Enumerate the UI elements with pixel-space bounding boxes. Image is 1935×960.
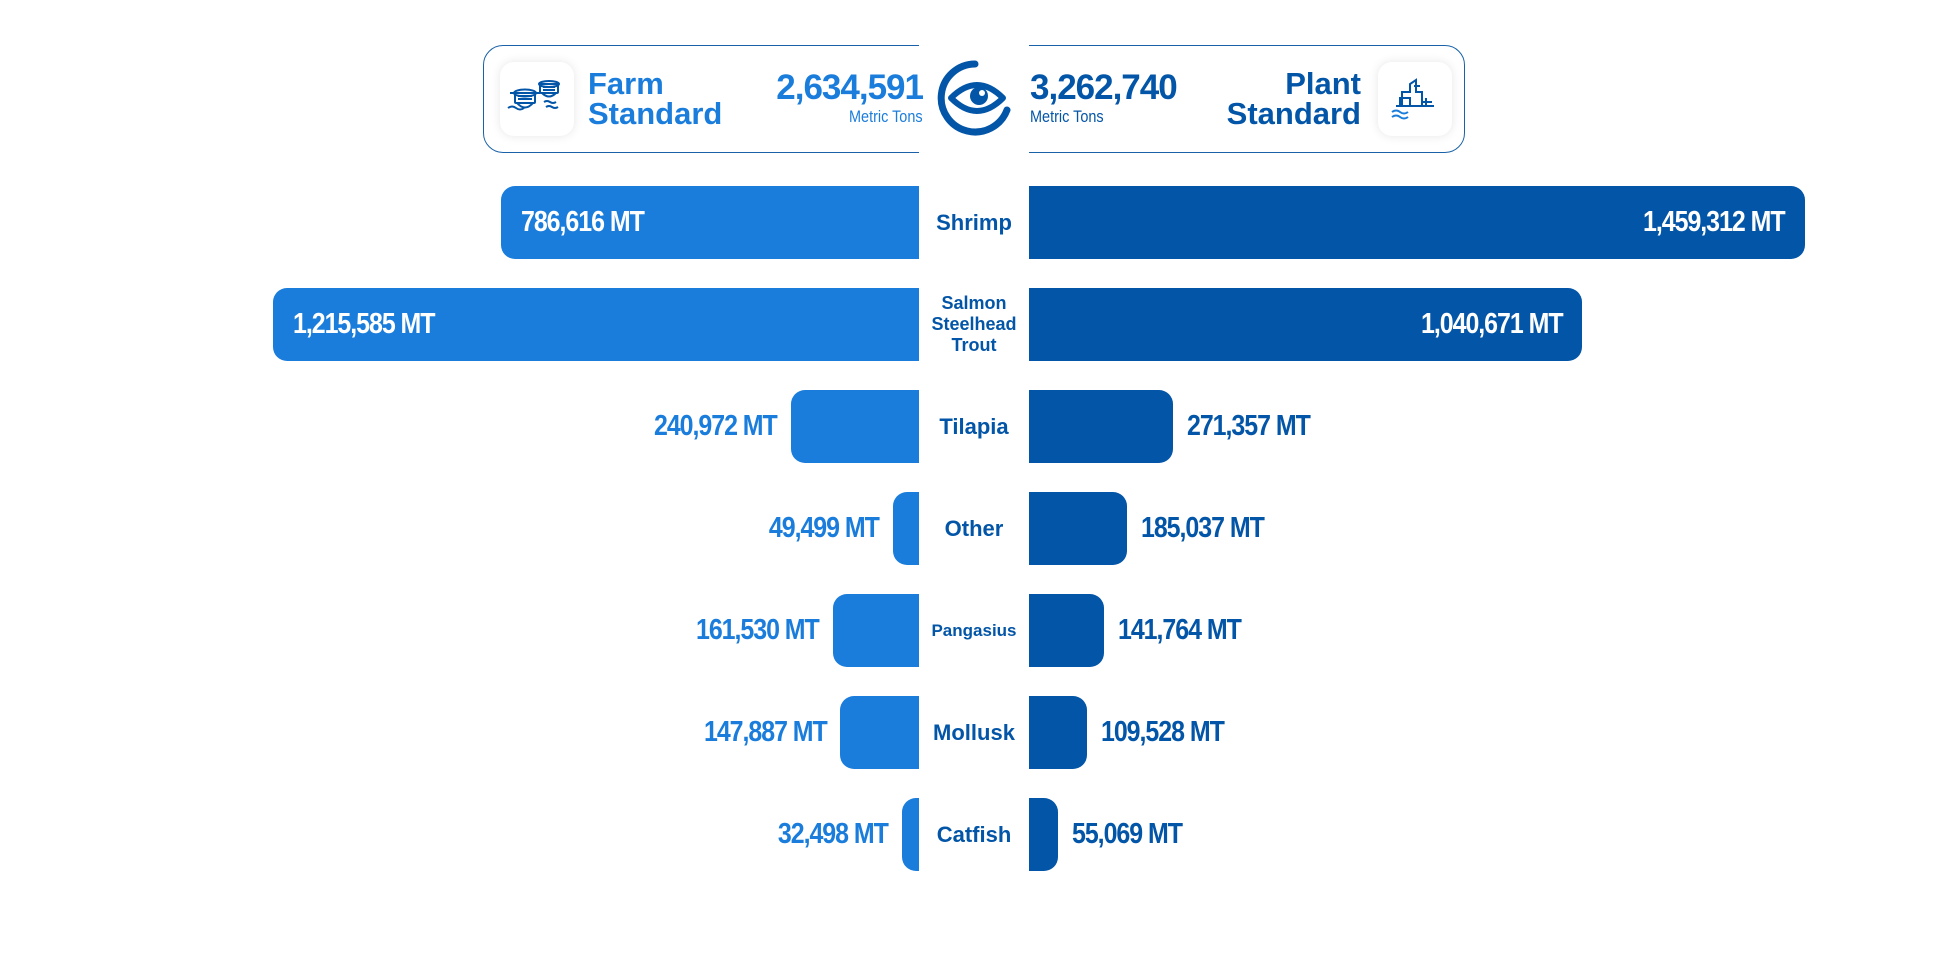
category-label: Catfish (918, 798, 1030, 871)
plant-value-label: 185,037 MT (1141, 512, 1265, 544)
farm-value-label: 32,498 MT (777, 818, 889, 850)
plant-title-line2: Standard (1226, 96, 1361, 131)
fish-farm-pens-icon (507, 80, 560, 111)
plant-unit: Metric Tons (1030, 107, 1104, 126)
plant-bar-3 (1029, 492, 1128, 565)
farm-value-label: 1,215,585 MT (292, 308, 436, 340)
category-label: Pangasius (918, 594, 1030, 667)
plant-value-label: 271,357 MT (1187, 410, 1311, 442)
farm-value-label: 786,616 MT (520, 206, 645, 238)
plant-value-label: 55,069 MT (1072, 818, 1183, 850)
category-label-line: Catfish (936, 821, 1012, 847)
plant-standard-title: Plant Standard (1226, 66, 1361, 131)
category-label-line: Trout (951, 335, 997, 355)
category-label-line: Mollusk (933, 719, 1015, 745)
farm-title-line1: Farm (588, 66, 664, 101)
plant-value-label: 1,459,312 MT (1643, 206, 1786, 238)
farm-bar-3 (892, 492, 919, 565)
category-label-line: Other (944, 515, 1004, 541)
plant-title-line1: Plant (1285, 66, 1361, 101)
category-label: Other (918, 492, 1030, 565)
plant-bar-1 (1029, 288, 1583, 361)
plant-bar-2 (1029, 390, 1174, 463)
farm-total: 2,634,591 (776, 68, 924, 107)
farm-title-line2: Standard (588, 96, 723, 131)
farm-value-label: 49,499 MT (768, 512, 880, 544)
farm-bar-4 (833, 594, 919, 667)
processing-plant-icon (1391, 78, 1434, 120)
farm-bar-6 (901, 798, 919, 871)
farm-value-label: 161,530 MT (696, 614, 820, 646)
plant-value-label: 1,040,671 MT (1420, 308, 1564, 340)
category-label: Tilapia (918, 390, 1030, 463)
plant-value-label: 141,764 MT (1118, 614, 1242, 646)
farm-standard-title: Farm Standard (588, 66, 723, 131)
plant-bar-5 (1029, 696, 1088, 769)
plant-bar-4 (1029, 594, 1105, 667)
farm-bar-5 (840, 696, 919, 769)
category-label-line: Steelhead (931, 314, 1017, 334)
plant-icon-box (1378, 62, 1452, 136)
farm-value-label: 240,972 MT (654, 410, 778, 442)
farm-unit: Metric Tons (849, 107, 923, 126)
plant-total: 3,262,740 (1030, 68, 1178, 107)
plant-bar-0 (1029, 186, 1805, 259)
fish-eye-logo (937, 60, 1011, 136)
farm-bar-0 (500, 186, 919, 259)
category-label-line: Tilapia (939, 413, 1009, 439)
farm-bar-1 (272, 288, 919, 361)
category-label-line: Salmon (941, 293, 1007, 313)
category-label: Shrimp (918, 186, 1030, 259)
category-label-line: Pangasius (931, 620, 1017, 640)
farm-value-label: 147,887 MT (703, 716, 828, 748)
plant-value-label: 109,528 MT (1101, 716, 1225, 748)
plant-bar-6 (1029, 798, 1059, 871)
category-label: Mollusk (918, 696, 1030, 769)
category-label-line: Shrimp (936, 209, 1012, 235)
farm-icon-box (500, 62, 574, 136)
farm-bar-2 (790, 390, 919, 463)
